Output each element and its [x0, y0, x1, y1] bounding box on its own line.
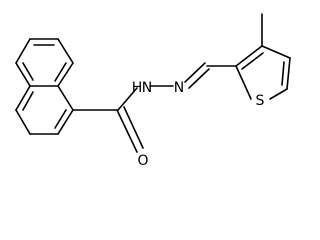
bond	[261, 45, 291, 59]
bond	[235, 65, 252, 100]
atom-nitrogen-imine: N	[174, 80, 184, 96]
atom-sulfur: S	[256, 93, 265, 109]
atom-labels: O H N N S	[132, 80, 265, 169]
double-bond-inner	[281, 61, 285, 86]
atom-oxygen: O	[137, 153, 148, 169]
bond	[57, 85, 74, 111]
imine-double-bond	[188, 68, 210, 89]
bond	[15, 85, 31, 111]
carbonyl-bond	[116, 109, 138, 153]
bond	[57, 109, 74, 135]
naphthalene-ring-lower	[15, 85, 74, 135]
thiophene-ring	[235, 13, 291, 100]
double-bond-inner	[22, 91, 34, 111]
bond	[235, 45, 263, 67]
naphthalene-ring-upper	[15, 38, 74, 87]
double-bond-inner	[54, 62, 67, 82]
double-bond-inner	[54, 109, 67, 129]
atom-nitrogen-amide: N	[142, 80, 152, 96]
bond	[269, 88, 288, 100]
imine-double-bond	[184, 62, 206, 83]
carbonyl-bond	[123, 106, 144, 149]
bond	[15, 62, 31, 87]
bond	[15, 38, 31, 64]
atom-hydrogen-amide: H	[132, 80, 143, 96]
bond	[57, 38, 74, 64]
structure-diagram: O H N N S	[15, 13, 291, 169]
bond	[57, 62, 74, 87]
molecule-svg: O H N N S	[15, 13, 291, 169]
double-bond-inner	[22, 62, 34, 81]
bond	[286, 57, 291, 90]
bond	[15, 109, 31, 135]
bond	[117, 87, 138, 111]
double-bond-inner	[241, 52, 264, 70]
hydrazone-chain	[72, 62, 237, 153]
